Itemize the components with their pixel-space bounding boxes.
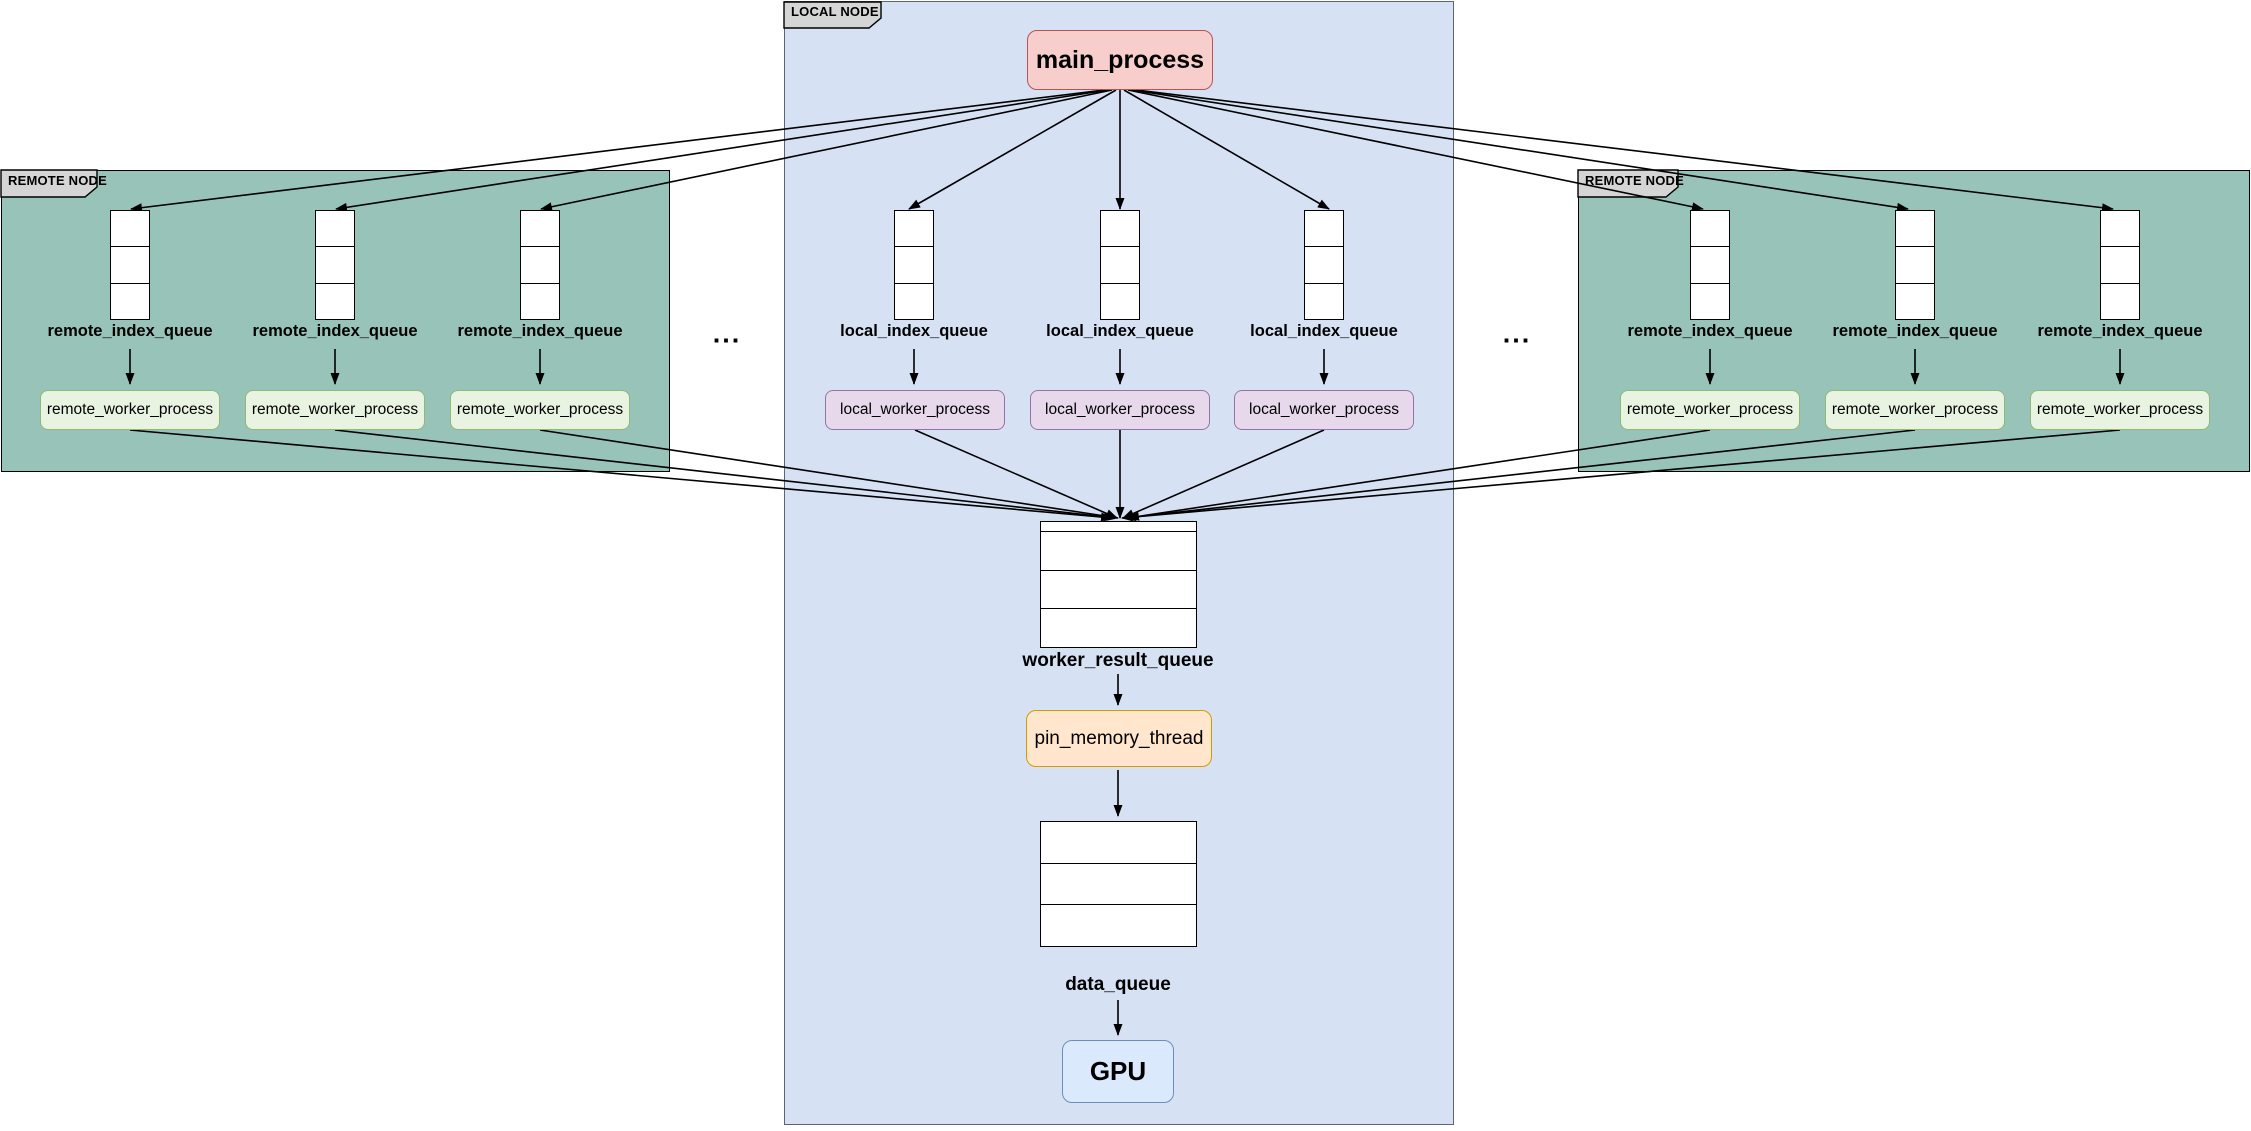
queue-cell bbox=[316, 246, 354, 282]
local-worker-process-box: local_worker_process bbox=[825, 390, 1005, 430]
data-queue-label: data_queue bbox=[1065, 974, 1171, 995]
queue-cell bbox=[111, 211, 149, 246]
queue-cell bbox=[111, 246, 149, 282]
data-queue bbox=[1040, 821, 1197, 947]
queue-cell bbox=[1691, 211, 1729, 246]
queue-row bbox=[1041, 608, 1196, 647]
queue-cell bbox=[2101, 211, 2139, 246]
gpu-box: GPU bbox=[1062, 1040, 1174, 1103]
queue-cell bbox=[316, 282, 354, 319]
worker-result-queue bbox=[1040, 521, 1197, 648]
queue-cell bbox=[521, 246, 559, 282]
pin-memory-thread-box: pin_memory_thread bbox=[1026, 710, 1212, 767]
remote-worker-process-box: remote_worker_process bbox=[450, 390, 630, 430]
local-index-queue bbox=[1304, 210, 1344, 320]
queue-cell bbox=[1305, 282, 1343, 319]
queue-cell bbox=[521, 282, 559, 319]
queue-cell bbox=[895, 282, 933, 319]
queue-label: remote_index_queue bbox=[2037, 322, 2203, 340]
queue-cell bbox=[521, 211, 559, 246]
queue-label: remote_index_queue bbox=[1627, 322, 1793, 340]
queue-cell bbox=[111, 282, 149, 319]
queue-row bbox=[1041, 522, 1196, 531]
queue-cell bbox=[2101, 282, 2139, 319]
queue-label: local_index_queue bbox=[1250, 322, 1398, 340]
more-remote-nodes-ellipsis-right: ... bbox=[1502, 318, 1532, 349]
queue-label: local_index_queue bbox=[840, 322, 988, 340]
remote-index-queue bbox=[315, 210, 355, 320]
queue-cell bbox=[1305, 246, 1343, 282]
remote-index-queue bbox=[110, 210, 150, 320]
queue-cell bbox=[1896, 211, 1934, 246]
queue-label: remote_index_queue bbox=[252, 322, 418, 340]
queue-label: local_index_queue bbox=[1046, 322, 1194, 340]
remote-index-queue bbox=[2100, 210, 2140, 320]
queue-label: remote_index_queue bbox=[457, 322, 623, 340]
queue-row bbox=[1041, 822, 1196, 863]
queue-cell bbox=[895, 246, 933, 282]
remote-worker-process-box: remote_worker_process bbox=[1620, 390, 1800, 430]
queue-cell bbox=[1305, 211, 1343, 246]
queue-cell bbox=[2101, 246, 2139, 282]
queue-cell bbox=[1101, 211, 1139, 246]
queue-cell bbox=[1896, 282, 1934, 319]
remote-index-queue bbox=[1895, 210, 1935, 320]
local-index-queue bbox=[894, 210, 934, 320]
remote-index-queue bbox=[1690, 210, 1730, 320]
queue-row bbox=[1041, 569, 1196, 609]
queue-cell bbox=[1896, 246, 1934, 282]
queue-label: remote_index_queue bbox=[47, 322, 213, 340]
local-node-tab-label: LOCAL NODE bbox=[791, 4, 879, 19]
remote-node-left-tab-label: REMOTE NODE bbox=[8, 173, 107, 188]
queue-cell bbox=[1101, 246, 1139, 282]
worker-result-queue-label: worker_result_queue bbox=[1022, 650, 1214, 671]
remote-worker-process-box: remote_worker_process bbox=[40, 390, 220, 430]
remote-worker-process-box: remote_worker_process bbox=[1825, 390, 2005, 430]
remote-node-right-tab-label: REMOTE NODE bbox=[1585, 173, 1684, 188]
more-remote-nodes-ellipsis-left: ... bbox=[712, 318, 742, 349]
queue-cell bbox=[316, 211, 354, 246]
queue-row bbox=[1041, 531, 1196, 570]
queue-cell bbox=[895, 211, 933, 246]
remote-worker-process-box: remote_worker_process bbox=[2030, 390, 2210, 430]
local-index-queue bbox=[1100, 210, 1140, 320]
queue-cell bbox=[1101, 282, 1139, 319]
local-worker-process-box: local_worker_process bbox=[1234, 390, 1414, 430]
local-worker-process-box: local_worker_process bbox=[1030, 390, 1210, 430]
queue-cell bbox=[1691, 282, 1729, 319]
queue-label: remote_index_queue bbox=[1832, 322, 1998, 340]
remote-worker-process-box: remote_worker_process bbox=[245, 390, 425, 430]
queue-row bbox=[1041, 904, 1196, 946]
remote-index-queue bbox=[520, 210, 560, 320]
main-process-box: main_process bbox=[1027, 30, 1213, 90]
queue-cell bbox=[1691, 246, 1729, 282]
queue-row bbox=[1041, 862, 1196, 905]
